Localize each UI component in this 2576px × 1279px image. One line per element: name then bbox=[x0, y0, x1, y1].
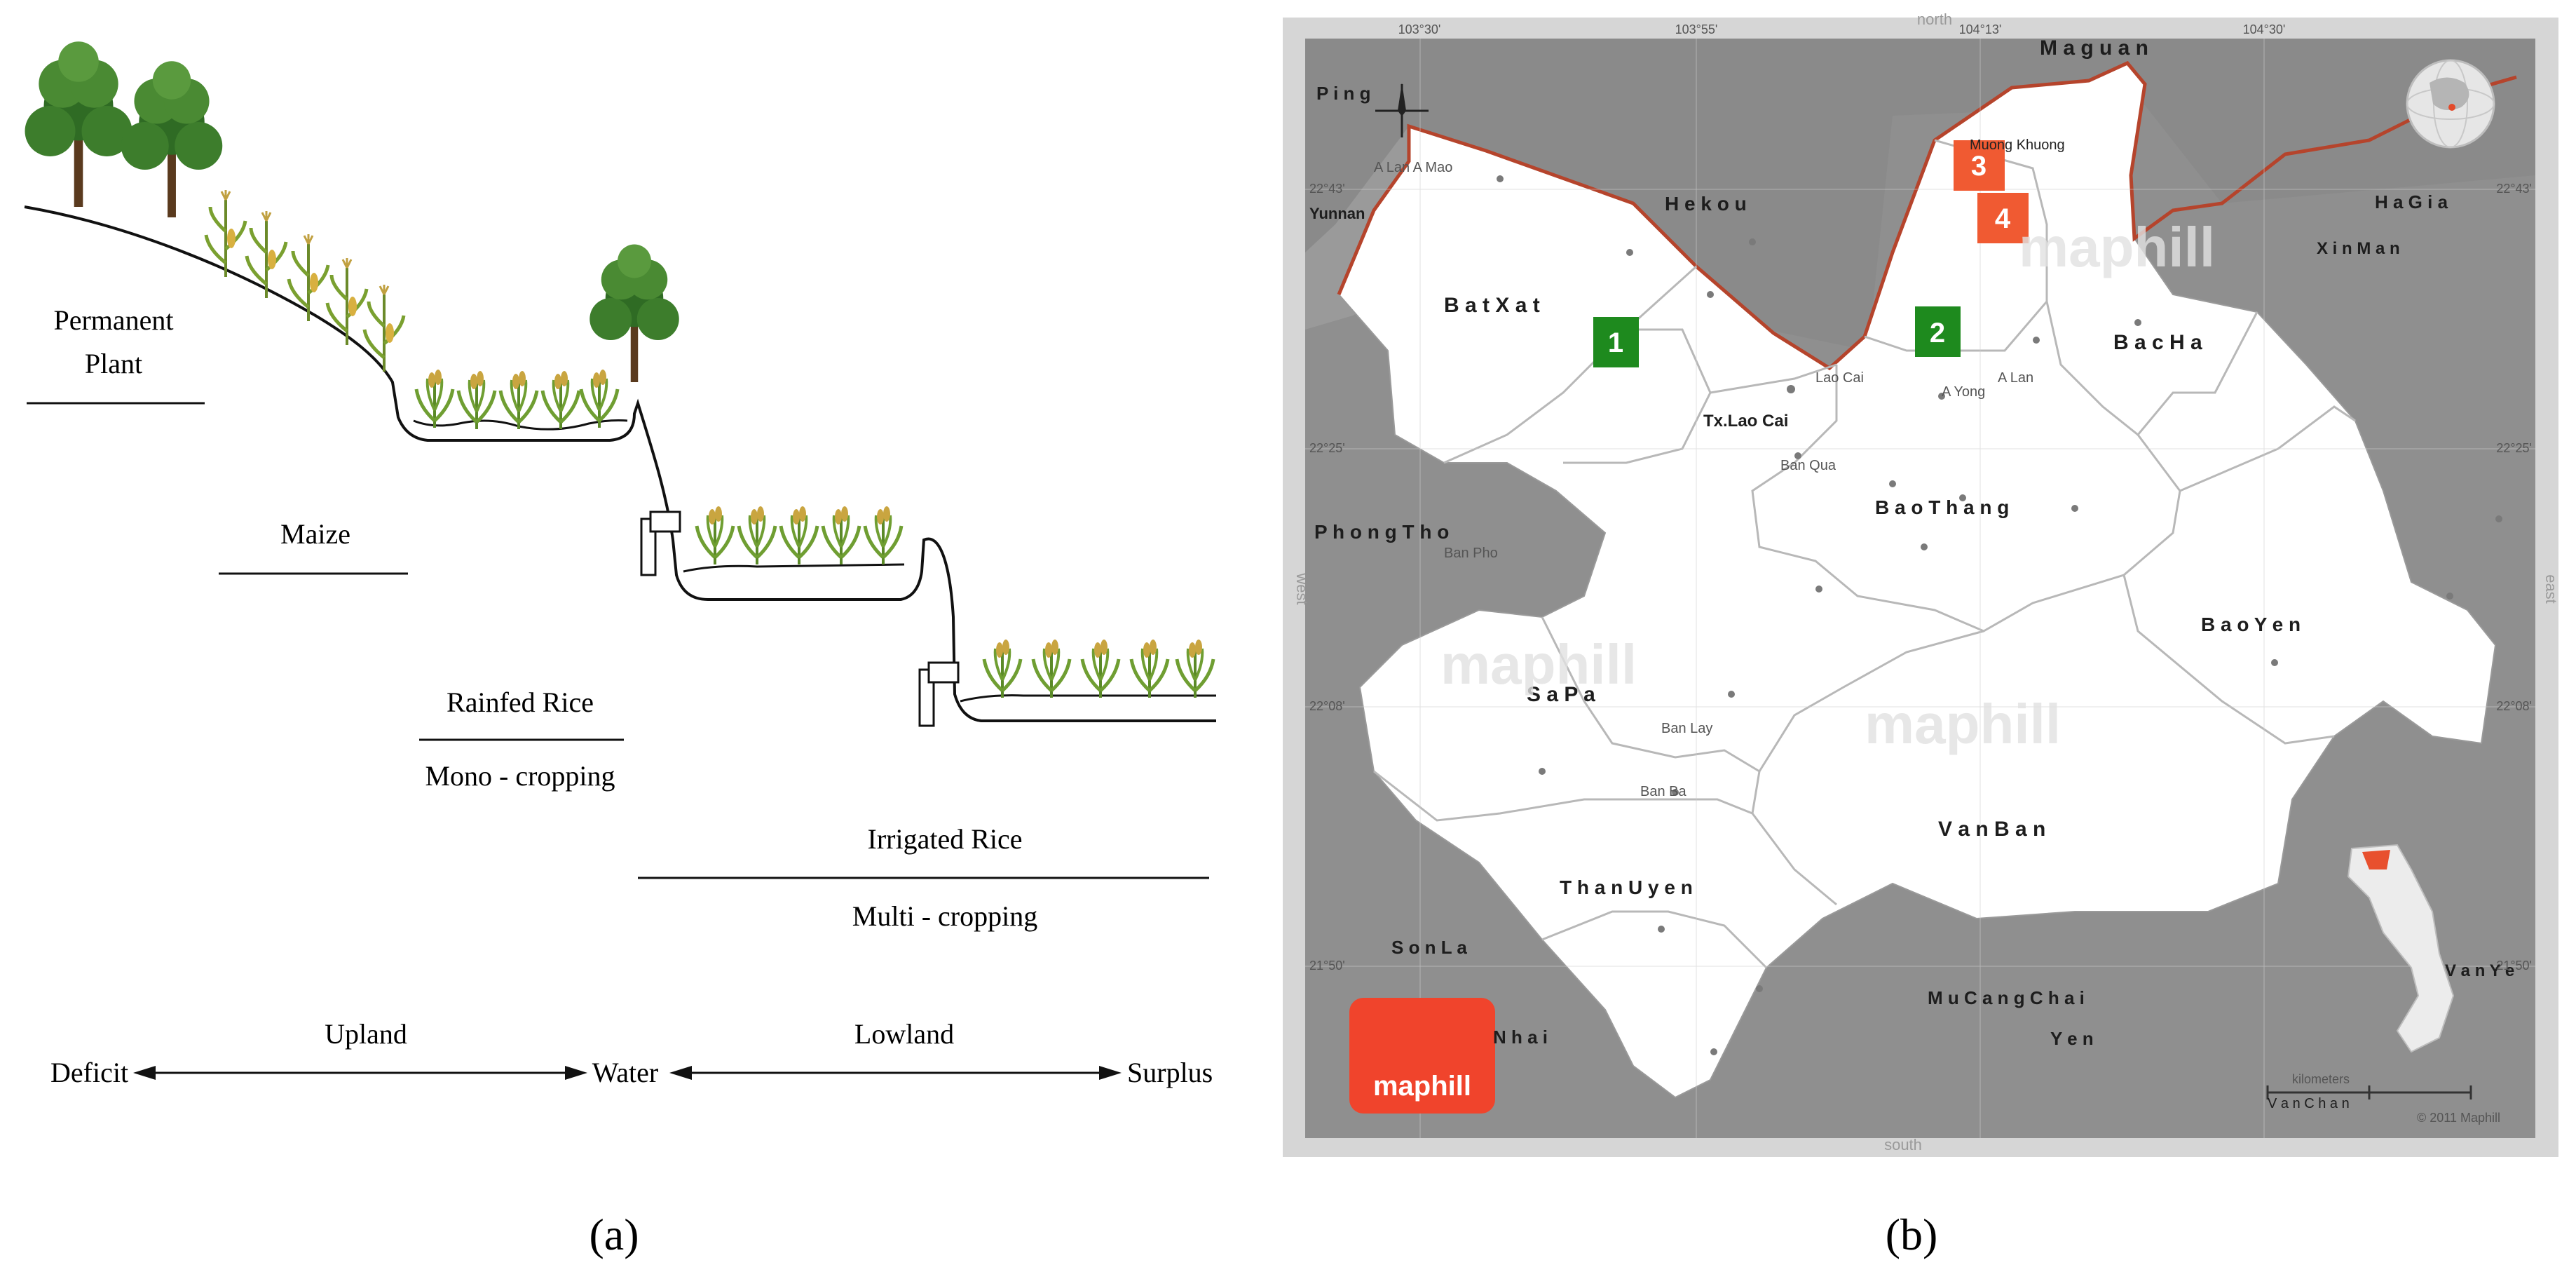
compass-north-label: north bbox=[1917, 11, 1952, 28]
region-van-yen: V a n Y e bbox=[2445, 961, 2514, 980]
marker-2-label: 2 bbox=[1930, 318, 1945, 348]
coord-left-1: 22°43' bbox=[1309, 182, 1345, 196]
panel-b-map bbox=[1283, 18, 2558, 1157]
town-a-lan: A Lan bbox=[1998, 370, 2033, 386]
caption-a: (a) bbox=[589, 1210, 639, 1259]
coord-top-4: 104°30' bbox=[2243, 22, 2286, 36]
region-pingbian: P i n g bbox=[1316, 83, 1371, 104]
compass-west-label: west bbox=[1293, 572, 1311, 604]
district-than-uyen: T h a n U y e n bbox=[1560, 877, 1693, 898]
district-tx-lao-cai: Tx.Lao Cai bbox=[1703, 412, 1788, 431]
globe-icon bbox=[2406, 59, 2495, 149]
panel-a-diagram bbox=[24, 41, 1216, 1080]
watermark-top: maphill bbox=[2019, 216, 2215, 278]
maphill-logo[interactable] bbox=[1349, 998, 1495, 1114]
district-bao-yen: B a o Y e n bbox=[2201, 614, 2301, 635]
axis-surplus: Surplus bbox=[1127, 1057, 1213, 1088]
label-permanent-plant-1: Permanent bbox=[53, 304, 173, 336]
region-yen: Y e n bbox=[2050, 1028, 2094, 1049]
region-nhai: N h a i bbox=[1493, 1027, 1548, 1048]
district-bao-thang: B a o T h a n g bbox=[1875, 496, 2009, 518]
label-multi-cropping: Multi - cropping bbox=[852, 900, 1037, 932]
town-ban-pho: Ban Pho bbox=[1444, 546, 1498, 561]
district-bat-xat: B a t X a t bbox=[1444, 294, 1540, 317]
town-muong-khuong: Muong Khuong bbox=[1970, 137, 2065, 153]
coord-top-2: 103°55' bbox=[1675, 22, 1718, 36]
compass-south-label: south bbox=[1884, 1136, 1922, 1153]
town-lao-cai: Lao Cai bbox=[1815, 370, 1864, 386]
compass-east-label: east bbox=[2542, 574, 2560, 604]
marker-3-label: 3 bbox=[1971, 151, 1986, 182]
coord-right-3: 22°08' bbox=[2496, 699, 2532, 713]
region-ha-giang: H a G i a bbox=[2375, 191, 2448, 212]
scale-bar bbox=[2266, 1085, 2472, 1099]
coord-top-3: 104°13' bbox=[1959, 22, 2002, 36]
town-a-mu: A Lan A Mao bbox=[1374, 160, 1452, 175]
region-xin-man: X i n M a n bbox=[2317, 239, 2400, 258]
terrain-slope bbox=[24, 205, 1216, 722]
marker-1-label: 1 bbox=[1608, 327, 1623, 358]
region-hekou: H e k o u bbox=[1665, 193, 1747, 215]
region-yunnan: Yunnan bbox=[1309, 205, 1365, 222]
watermark-left: maphill bbox=[1440, 633, 1637, 696]
axis-lowland: Lowland bbox=[854, 1018, 954, 1050]
district-bac-ha: B a c H a bbox=[2113, 331, 2202, 354]
caption-b: (b) bbox=[1886, 1210, 1938, 1259]
region-maguan: M a g u a n bbox=[2040, 36, 2148, 60]
coord-left-2: 22°25' bbox=[1309, 441, 1345, 455]
region-mu-cang-chai: M u C a n g C h a i bbox=[1928, 987, 2085, 1008]
coord-left-4: 21°50' bbox=[1309, 959, 1345, 973]
label-maize: Maize bbox=[280, 518, 350, 550]
copyright: © 2011 Maphill bbox=[2417, 1111, 2500, 1125]
town-sin-ho: Ban Ba bbox=[1640, 784, 1686, 799]
region-phong-tho: P h o n g T h o bbox=[1314, 521, 1449, 543]
marker-4-label: 4 bbox=[1995, 203, 2011, 234]
district-van-ban: V a n B a n bbox=[1938, 818, 2045, 841]
town-ban-lay: Ban Lay bbox=[1661, 721, 1712, 736]
region-son-la: S o n L a bbox=[1391, 937, 1467, 958]
district-sa-pa: S a P a bbox=[1527, 683, 1595, 706]
marker-3[interactable] bbox=[1954, 140, 2005, 191]
label-rainfed-rice: Rainfed Rice bbox=[447, 686, 594, 718]
coord-top-1: 103°30' bbox=[1398, 22, 1441, 36]
coord-right-4: 21°50' bbox=[2496, 959, 2532, 973]
marker-4[interactable] bbox=[1977, 193, 2029, 243]
axis-upland: Upland bbox=[325, 1018, 407, 1050]
watermark-center: maphill bbox=[1865, 693, 2061, 755]
town-ban-qua: Ban Qua bbox=[1780, 458, 1836, 473]
axis-deficit: Deficit bbox=[50, 1057, 128, 1088]
coord-right-2: 22°25' bbox=[2496, 441, 2532, 455]
town-a-yong: A Yong bbox=[1942, 384, 1985, 400]
coord-right-1: 22°43' bbox=[2496, 182, 2532, 196]
label-permanent-plant-2: Plant bbox=[85, 348, 142, 379]
scale-label: kilometers bbox=[2292, 1072, 2350, 1086]
label-mono-cropping: Mono - cropping bbox=[425, 760, 615, 792]
axis-water: Water bbox=[592, 1057, 659, 1088]
coord-left-3: 22°08' bbox=[1309, 699, 1345, 713]
maphill-logo-text: maphill bbox=[1373, 1071, 1471, 1102]
marker-2[interactable] bbox=[1915, 306, 1961, 357]
compass-rose-icon bbox=[1375, 83, 1429, 137]
region-van-chan: V a n C h a n bbox=[2268, 1096, 2350, 1111]
vietnam-inset-icon bbox=[2347, 844, 2455, 1053]
label-irrigated-rice: Irrigated Rice bbox=[868, 823, 1023, 855]
marker-1[interactable] bbox=[1593, 317, 1639, 367]
